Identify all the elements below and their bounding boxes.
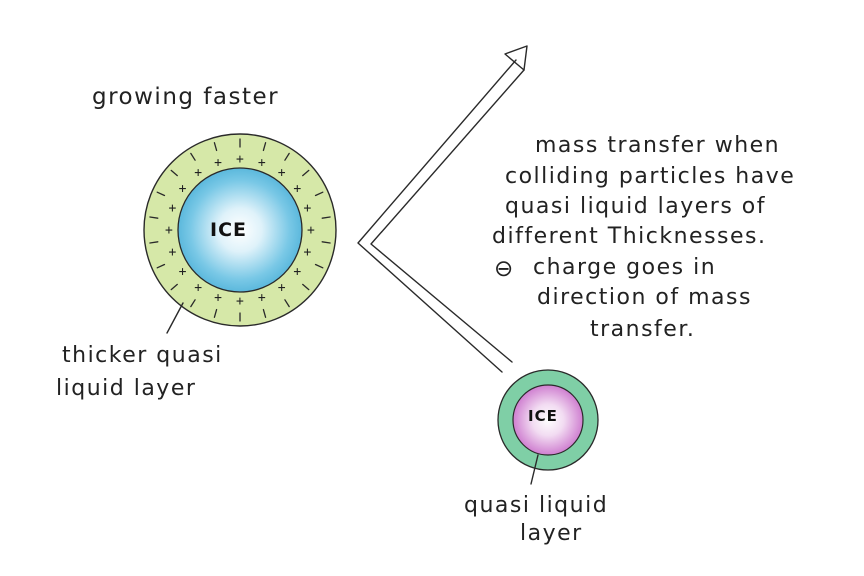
negative-charge-dash	[213, 142, 218, 152]
positive-charge-plus: +	[278, 280, 286, 295]
negative-charge-dash	[284, 152, 290, 161]
negative-charge-dash	[190, 152, 196, 161]
negative-charge-symbol: ⊖	[494, 256, 515, 282]
negative-charge-dash	[302, 169, 310, 177]
negative-charge-dash	[156, 191, 166, 197]
negative-charge-dash	[156, 263, 166, 269]
negative-charge-dash	[262, 308, 267, 318]
positive-charge-plus: +	[179, 265, 187, 280]
negative-charge-dash	[262, 142, 267, 152]
negative-charge-dash	[149, 241, 159, 244]
arrow-line-outer	[357, 59, 517, 373]
positive-charge-plus: +	[179, 181, 187, 196]
negative-charge-dash	[314, 191, 324, 197]
positive-charge-plus: +	[307, 223, 315, 238]
negative-charge-dash	[170, 169, 178, 177]
negative-charge-dash	[321, 216, 331, 219]
explanation-line-2: colliding particles have	[505, 164, 795, 189]
mass-transfer-arrow	[357, 45, 528, 373]
small-ice-label: ICE	[528, 407, 558, 425]
positive-charge-plus: +	[194, 166, 202, 181]
big-particle-title: growing faster	[92, 84, 279, 110]
positive-charge-plus: +	[214, 156, 222, 171]
negative-charge-dash	[284, 299, 290, 308]
negative-charge-dash	[314, 263, 324, 269]
positive-charge-plus: +	[304, 245, 312, 260]
arrowhead	[504, 45, 528, 71]
positive-charge-marks: ++++++++++++++++++++	[165, 152, 315, 309]
explanation-line-1: mass transfer when	[535, 133, 780, 158]
negative-charge-dash	[190, 299, 196, 308]
negative-charge-dash	[321, 241, 331, 244]
positive-charge-plus: +	[236, 294, 244, 309]
explanation-line-4: different Thicknesses.	[492, 224, 766, 249]
positive-charge-plus: +	[304, 201, 312, 216]
negative-charge-dash	[149, 216, 159, 219]
positive-charge-plus: +	[258, 156, 266, 171]
big-ice-label: ICE	[210, 219, 247, 241]
small-ice-core	[512, 384, 584, 456]
explanation-line-3: quasi liquid layers of	[505, 194, 766, 219]
positive-charge-plus: +	[169, 245, 177, 260]
positive-charge-plus: +	[293, 265, 301, 280]
explanation-line-7: transfer.	[590, 317, 695, 342]
small-layer-label-line-1: quasi liquid	[464, 493, 608, 518]
explanation-line-6: direction of mass	[537, 285, 752, 310]
positive-charge-plus: +	[194, 280, 202, 295]
big-layer-label-line-2: liquid layer	[56, 376, 196, 401]
explanation-text: mass transfer when colliding particles h…	[492, 133, 795, 342]
negative-charge-marks	[149, 138, 331, 322]
positive-charge-plus: +	[169, 201, 177, 216]
arrow-line-inner	[370, 69, 525, 363]
positive-charge-plus: +	[236, 152, 244, 167]
positive-charge-plus: +	[258, 291, 266, 306]
negative-charge-dash	[170, 283, 178, 291]
big-layer-pointer-line	[166, 302, 184, 334]
positive-charge-plus: +	[165, 223, 173, 238]
big-particle: growing faster ++++++++++++++++++++ ICE …	[56, 84, 337, 401]
positive-charge-plus: +	[278, 166, 286, 181]
big-ice-core	[177, 167, 303, 293]
small-particle: ICE quasi liquid layer	[464, 369, 608, 546]
negative-charge-dash	[302, 283, 310, 291]
negative-charge-dash	[213, 308, 218, 318]
big-layer-label-line-1: thicker quasi	[62, 343, 223, 368]
explanation-line-5: charge goes in	[533, 255, 716, 280]
positive-charge-plus: +	[214, 291, 222, 306]
positive-charge-plus: +	[293, 181, 301, 196]
small-layer-pointer-line	[530, 454, 539, 485]
small-layer-label-line-2: layer	[520, 521, 583, 546]
